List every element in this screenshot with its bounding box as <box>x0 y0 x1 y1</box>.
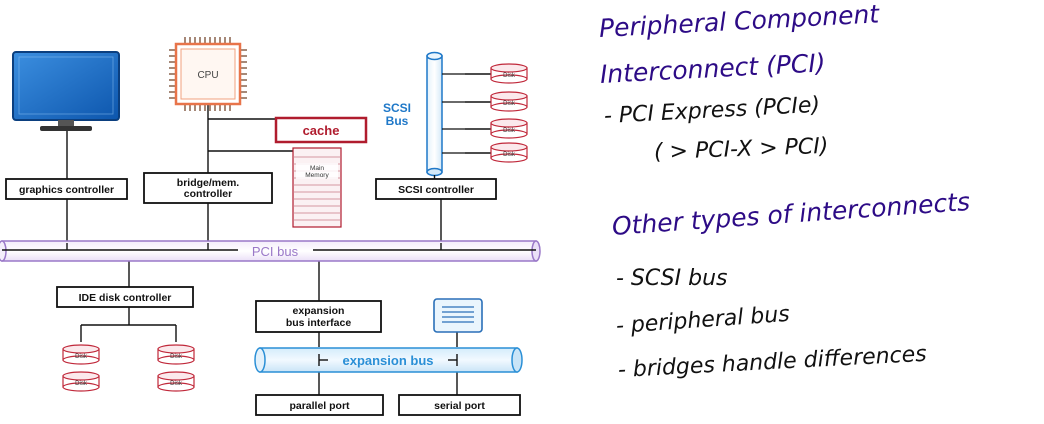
expansion-bus-label: expansion bus <box>342 353 433 368</box>
note-scsi-bus: - SCSI bus <box>616 266 728 291</box>
note-heading-other-interconnects: Other types of interconnects <box>610 187 971 241</box>
expansion-bus: expansion bus <box>254 347 523 373</box>
disk-label: Disk <box>503 128 516 134</box>
pci-bus: PCI bus <box>0 240 541 262</box>
disk-label: Disk <box>503 73 516 79</box>
scsi-controller-label: SCSI controller <box>398 184 474 196</box>
scsi-disk: Disk <box>490 91 528 112</box>
expansion-interface-label-line1: expansion <box>293 305 345 317</box>
serial-port-label: serial port <box>434 400 485 412</box>
graphics-controller: graphics controller <box>5 178 128 200</box>
note-peripheral-bus: - peripheral bus <box>615 301 791 339</box>
note-bridges: - bridges handle differences <box>617 341 928 383</box>
parallel-port: parallel port <box>255 394 384 416</box>
note-heading-pci-line2: Interconnect (PCI) <box>599 48 827 89</box>
pc-architecture-diagram: CPU cache Main Memory SCSI Bus Disk <box>0 37 541 416</box>
ide-disk: Disk <box>157 371 195 392</box>
ide-disk: Disk <box>62 371 100 392</box>
scsi-disk: Disk <box>490 118 528 139</box>
connection-lines <box>66 73 491 395</box>
ide-disk-controller: IDE disk controller <box>56 286 194 308</box>
graphics-controller-label: graphics controller <box>19 184 114 196</box>
scsi-controller: SCSI controller <box>375 178 497 200</box>
note-heading-pci-line1: Peripheral Component <box>598 0 880 43</box>
cache-label: cache <box>303 123 340 138</box>
note-pci-express: - PCI Express (PCIe) <box>603 92 821 129</box>
parallel-port-label: parallel port <box>289 400 350 412</box>
disk-label: Disk <box>75 354 88 360</box>
bridge-controller-label-line1: bridge/mem. <box>177 177 240 189</box>
cpu-label: CPU <box>197 70 218 81</box>
monitor-icon <box>12 51 120 131</box>
cpu-chip: CPU <box>169 37 247 111</box>
disk-label: Disk <box>75 381 88 387</box>
pci-bus-label: PCI bus <box>252 244 299 259</box>
disk-label: Disk <box>503 101 516 107</box>
bridge-memory-controller: bridge/mem. controller <box>143 172 273 204</box>
scsi-bus-label-line2: Bus <box>386 114 409 128</box>
note-pci-hierarchy: ( > PCI-X > PCI) <box>653 133 829 165</box>
disk-label: Disk <box>170 354 183 360</box>
ide-disk: Disk <box>157 344 195 365</box>
main-memory-label-line2: Memory <box>305 172 329 179</box>
ide-controller-label: IDE disk controller <box>79 292 172 304</box>
cache-box: cache <box>274 116 368 144</box>
expansion-interface-label-line2: bus interface <box>286 317 352 329</box>
expansion-bus-interface: expansion bus interface <box>255 300 382 333</box>
scsi-bus: SCSI Bus <box>383 51 443 181</box>
ide-disk: Disk <box>62 344 100 365</box>
disk-label: Disk <box>170 381 183 387</box>
scsi-disk: Disk <box>490 63 528 84</box>
main-memory-label-line1: Main <box>310 165 324 172</box>
serial-port: serial port <box>398 394 521 416</box>
serial-device-icon <box>433 298 483 333</box>
scsi-disk: Disk <box>490 142 528 163</box>
disk-label: Disk <box>503 152 516 158</box>
main-memory: Main Memory <box>292 147 342 228</box>
scsi-bus-label-line1: SCSI <box>383 101 411 115</box>
bridge-controller-label-line2: controller <box>184 188 232 200</box>
